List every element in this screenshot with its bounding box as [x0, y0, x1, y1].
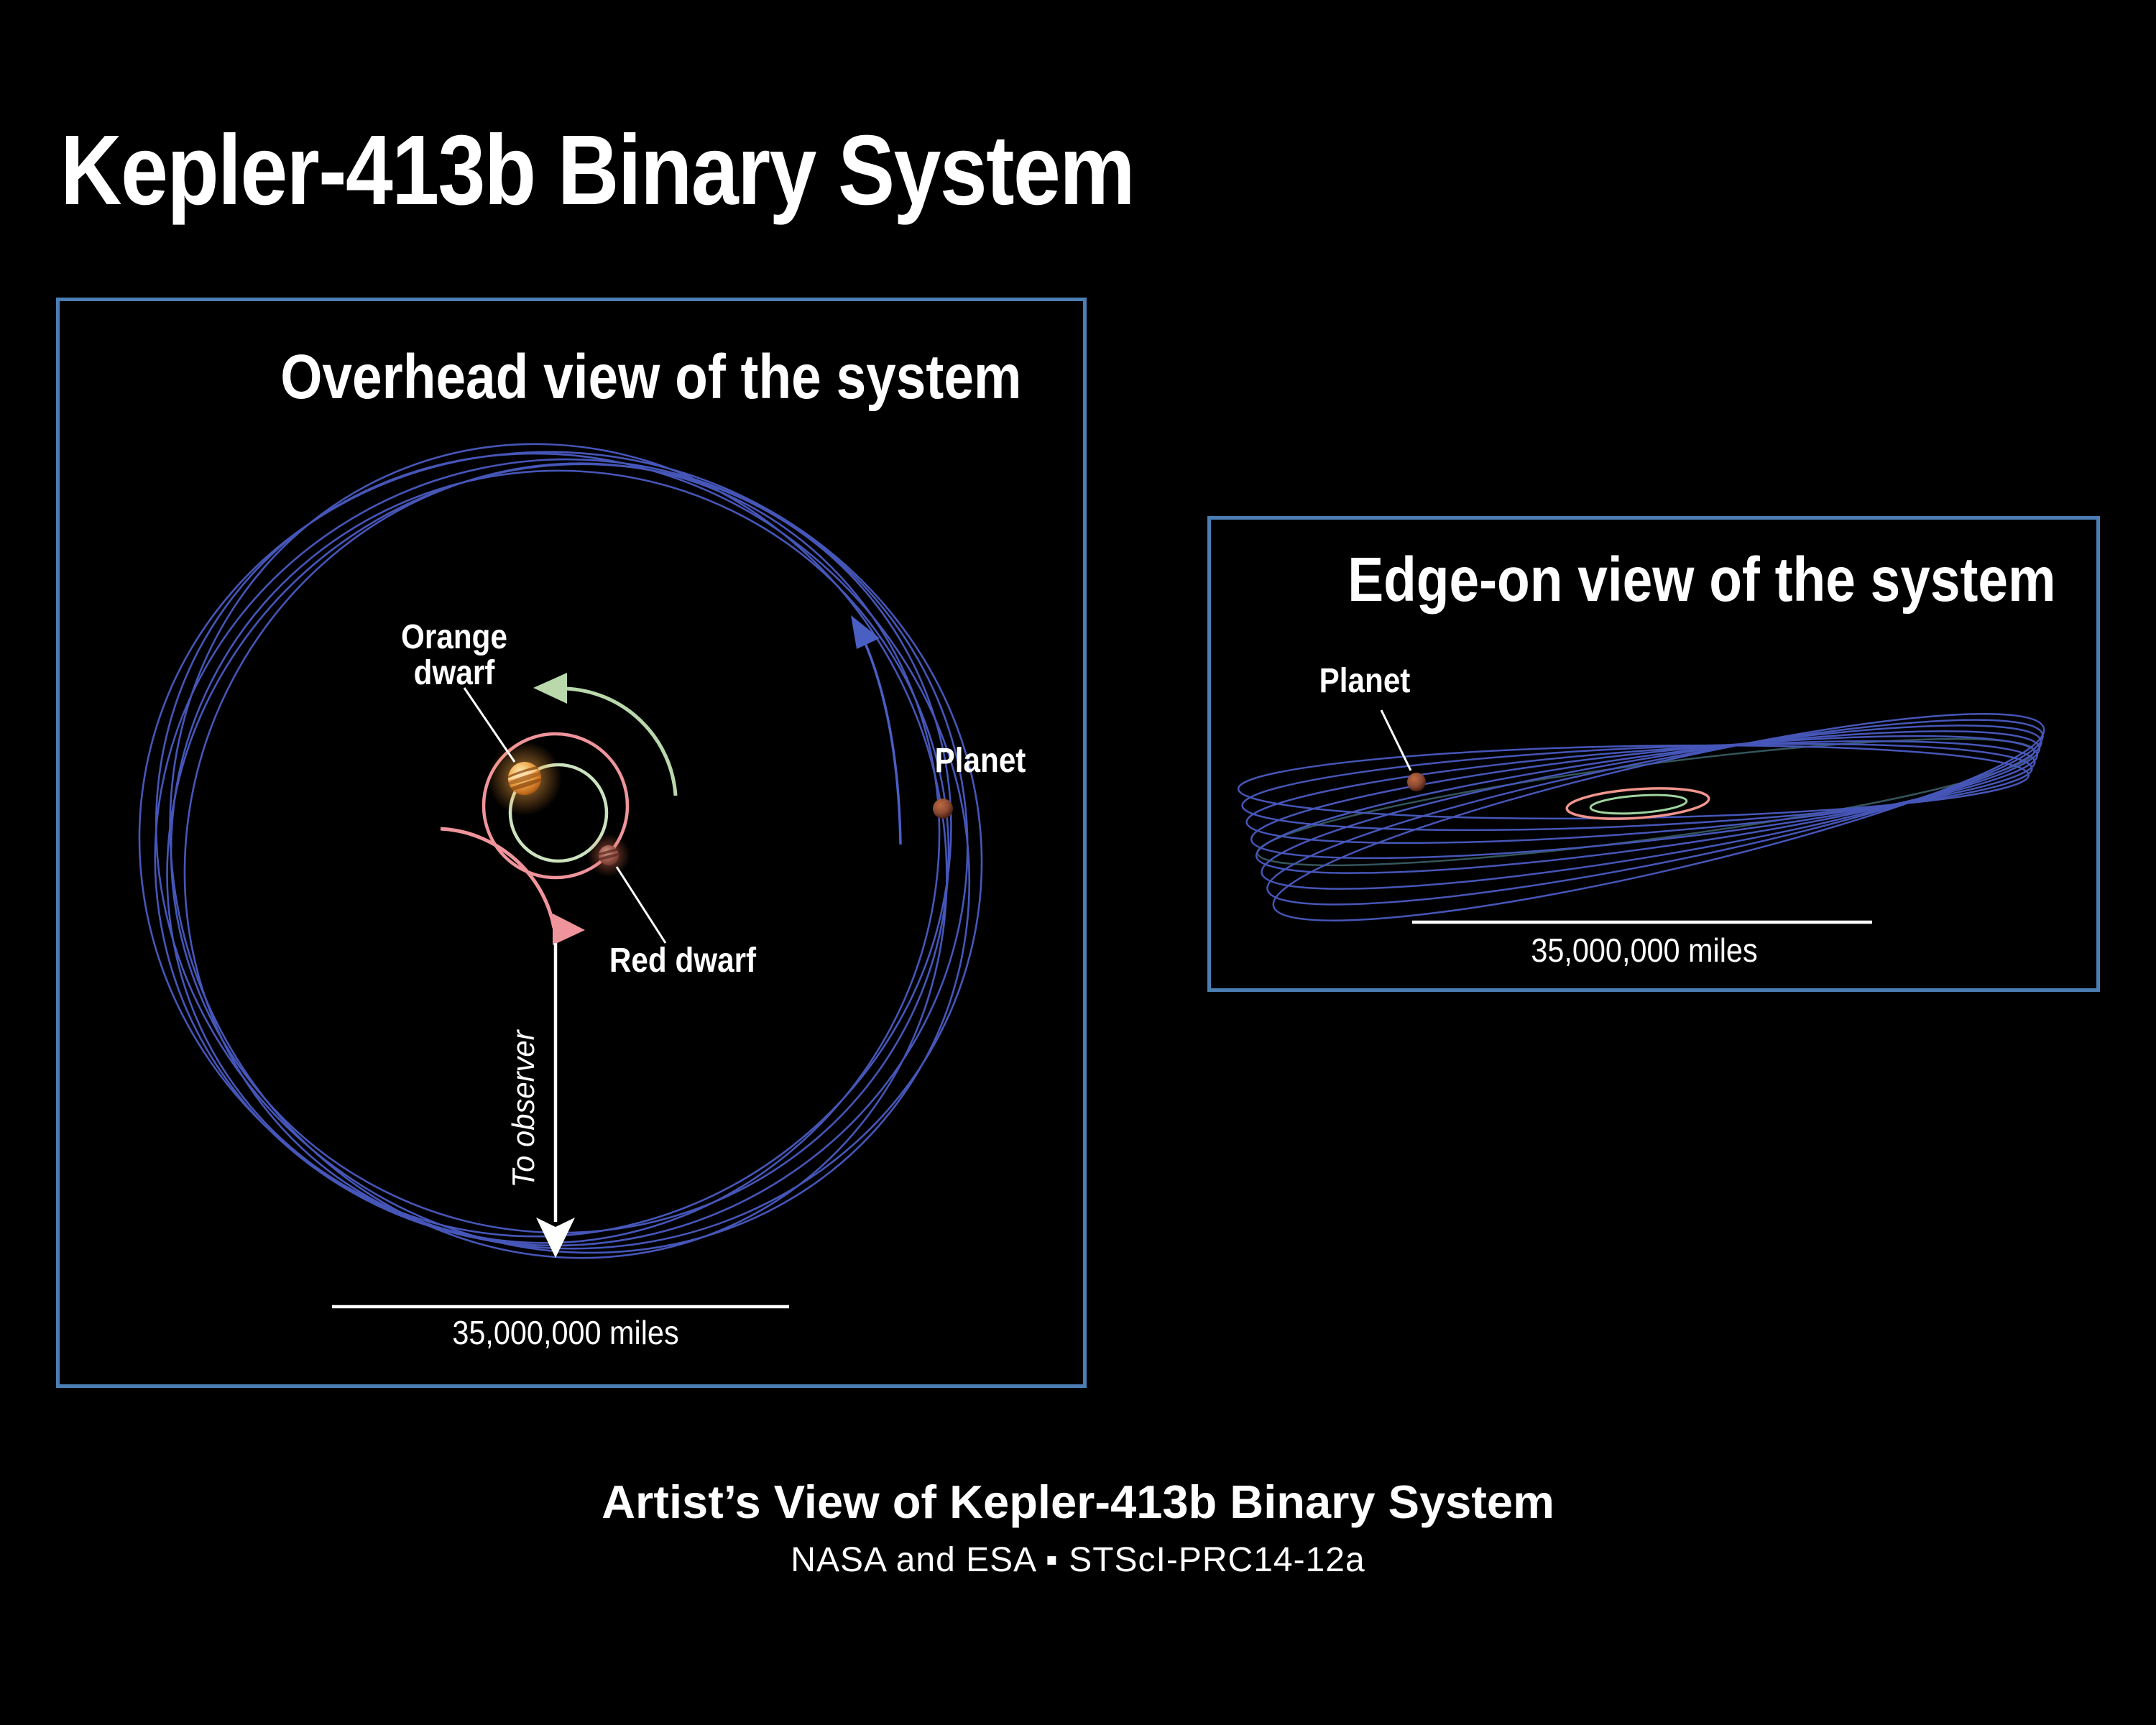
planet-direction-arrow-icon — [851, 615, 902, 845]
orange-dwarf-label: Orange dwarf — [359, 618, 549, 693]
red-dwarf-star — [587, 834, 630, 877]
red-dwarf-orbit-circle — [482, 732, 630, 880]
edgeon-panel-title: Edge-on view of the system — [1348, 545, 2056, 615]
observer-arrow-icon — [536, 943, 575, 1258]
edgeon-orbit-bundle — [1237, 713, 2045, 921]
orange-dwarf-label-line2: dwarf — [413, 654, 495, 693]
red-dwarf-label: Red dwarf — [609, 942, 757, 980]
overhead-scale-label: 35,000,000 miles — [452, 1314, 679, 1351]
edgeon-orange-dwarf-orbit — [1589, 794, 1688, 815]
to-observer-label: To observer — [506, 1030, 541, 1188]
caption-credit: NASA and ESA ▪ STScI-PRC14-12a — [791, 1541, 1365, 1579]
edgeon-planet-label: Planet — [1319, 662, 1411, 700]
orange-dwarf-leader-line — [463, 687, 516, 763]
caption-title: Artist’s View of Kepler-413b Binary Syst… — [602, 1476, 1554, 1528]
overhead-panel — [56, 298, 1087, 1388]
edgeon-scale-label: 35,000,000 miles — [1531, 932, 1758, 969]
edgeon-panel — [1207, 516, 2100, 992]
orange-dwarf-direction-arrow-icon — [533, 673, 678, 796]
overhead-panel-title: Overhead view of the system — [280, 342, 1022, 412]
red-dwarf-direction-arrow-icon — [440, 827, 585, 945]
edgeon-planet-leader-line — [1380, 709, 1412, 771]
overhead-planet-label: Planet — [934, 742, 1026, 780]
planet-sphere — [933, 799, 953, 819]
edgeon-red-dwarf-orbit — [1565, 787, 1710, 820]
page-title: Kepler-413b Binary System — [60, 115, 1135, 226]
overhead-orbit-diagram — [138, 443, 983, 1309]
orange-dwarf-star — [487, 741, 562, 816]
planet-orbit-ring — [138, 443, 983, 1259]
edgeon-orbit-diagram — [1237, 709, 2045, 924]
red-dwarf-leader-line — [615, 866, 667, 944]
orange-dwarf-label-line1: Orange — [401, 618, 507, 656]
edgeon-planet-sphere — [1407, 773, 1426, 791]
